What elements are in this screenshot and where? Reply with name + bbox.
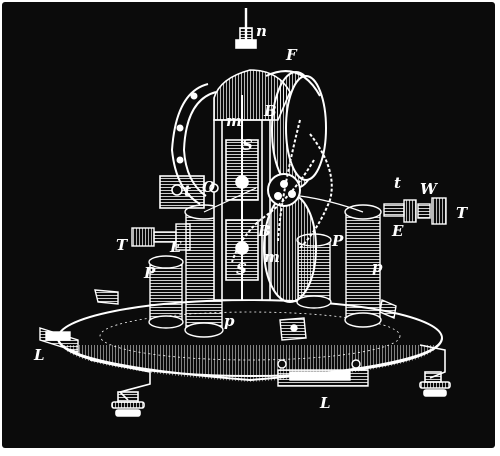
binding-screw-right xyxy=(383,197,447,225)
coil-left-back xyxy=(148,255,184,329)
spirit-level-left xyxy=(39,327,79,353)
label-T-right: T xyxy=(456,204,469,222)
label-E-right: E xyxy=(391,222,404,240)
label-B-top: B xyxy=(263,102,277,120)
base-clamps xyxy=(94,289,397,341)
label-W: W xyxy=(420,180,439,198)
label-S-top: S xyxy=(242,136,253,154)
label-p-right: p xyxy=(372,258,383,276)
suspension-head xyxy=(235,8,257,49)
label-m-top: m xyxy=(226,112,242,130)
label-t-right: t xyxy=(394,174,401,192)
label-p-left: p xyxy=(224,312,235,330)
label-O: O xyxy=(202,178,215,196)
label-E-left: E xyxy=(169,238,182,256)
central-frame xyxy=(159,69,291,301)
figure-labels: n F m B S O t t W T T E E B S m P P p p … xyxy=(33,22,469,412)
label-t-left: t xyxy=(184,182,191,200)
label-S-bottom: S xyxy=(236,260,247,278)
wires xyxy=(203,187,364,213)
leveling-feet xyxy=(89,344,451,417)
label-P-right: P xyxy=(331,232,344,250)
spirit-level-bottom xyxy=(277,359,369,387)
label-L-left: L xyxy=(33,346,45,364)
label-T-left: T xyxy=(116,236,129,254)
coil-bobbins xyxy=(148,204,382,338)
chains xyxy=(231,119,333,263)
disc-F xyxy=(265,70,327,189)
label-m-bottom: m xyxy=(264,248,280,266)
label-B-bottom: B xyxy=(257,222,271,240)
label-n: n xyxy=(256,22,267,40)
label-F: F xyxy=(285,46,298,64)
coil-right-front xyxy=(344,204,382,328)
binding-screw-left xyxy=(131,223,191,251)
label-P-left: P xyxy=(143,264,156,282)
graduated-arc xyxy=(170,83,217,205)
label-L-bottom: L xyxy=(319,394,331,412)
